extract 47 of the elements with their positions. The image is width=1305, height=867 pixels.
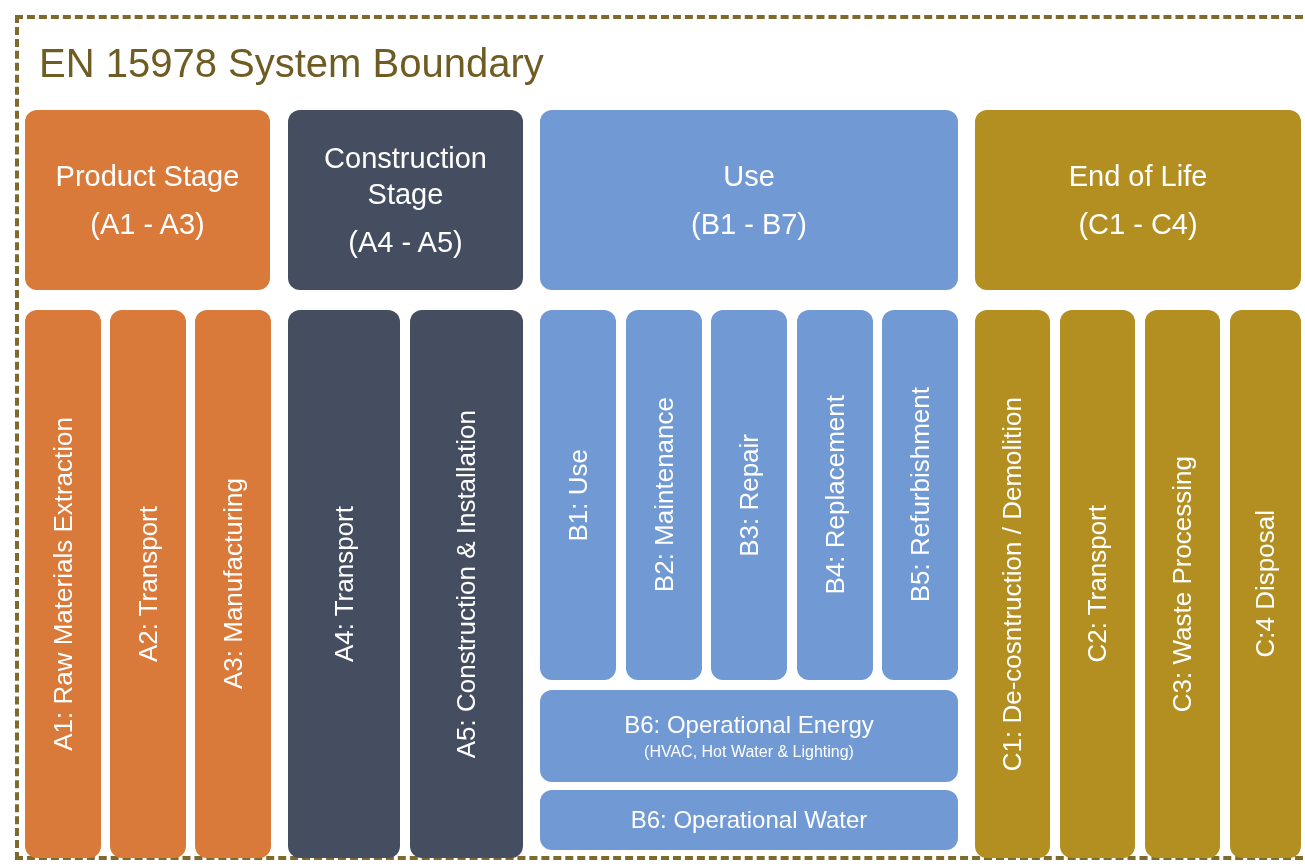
stage-title: End of Life — [1068, 158, 1208, 194]
module-bar — [540, 690, 958, 782]
boundary-frame — [15, 15, 1305, 860]
stage-range: (A4 - A5) — [348, 225, 463, 261]
module-bar — [25, 310, 101, 858]
module-label: A2: Transport — [132, 505, 164, 663]
module-label: B5: Refurbishment — [904, 387, 936, 603]
module-label: A3: Manufacturing — [217, 478, 249, 690]
module-label: C3: Waste Processing — [1167, 455, 1198, 713]
stage-title: Use — [723, 158, 775, 194]
stage-header — [288, 110, 523, 290]
module-label: B1: Use — [562, 448, 594, 542]
module-label: A5: Construction & Installation — [451, 409, 482, 759]
module-bar — [1230, 310, 1301, 858]
stage-header — [975, 110, 1301, 290]
module-bar — [626, 310, 702, 680]
module-bar — [540, 310, 616, 680]
module-bar — [110, 310, 186, 858]
module-bar — [288, 310, 400, 858]
module-label: B3: Repair — [733, 433, 765, 557]
module-bar — [711, 310, 787, 680]
module-bar — [195, 310, 271, 858]
module-label: C2: Transport — [1082, 505, 1113, 663]
module-label: B4: Replacement — [819, 395, 851, 595]
stage-header — [540, 110, 958, 290]
module-label: A1: Raw Materials Extraction — [47, 417, 79, 751]
module-bar — [797, 310, 873, 680]
module-bar — [410, 310, 523, 858]
module-label: C1: De-cosntruction / Demolition — [997, 396, 1028, 772]
stage-title: Construction Stage — [323, 140, 488, 212]
module-bar — [975, 310, 1050, 858]
stage-range: (C1 - C4) — [1078, 207, 1198, 242]
module-bar — [1145, 310, 1220, 858]
module-bar — [1060, 310, 1135, 858]
module-bar — [882, 310, 958, 680]
module-note: (HVAC, Hot Water & Lighting) — [644, 743, 854, 761]
stage-title: Product Stage — [55, 158, 240, 194]
module-bar — [540, 790, 958, 850]
module-label: A4: Transport — [328, 505, 360, 663]
module-label: B2: Maintenance — [648, 397, 680, 593]
stage-range: (A1 - A3) — [90, 207, 205, 242]
module-label: B6: Operational Water — [630, 806, 868, 834]
module-label: C:4 Disposal — [1250, 510, 1281, 658]
module-label: B6: Operational Energy — [624, 711, 874, 739]
stage-header — [25, 110, 270, 290]
stage-range: (B1 - B7) — [691, 207, 807, 242]
boundary-title: EN 15978 System Boundary — [39, 41, 544, 86]
